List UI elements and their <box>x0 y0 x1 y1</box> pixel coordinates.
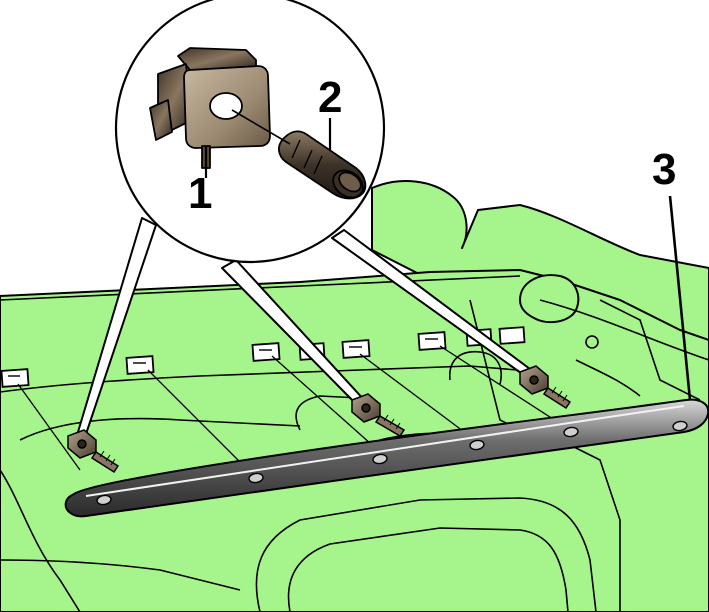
callout-1: 1 <box>188 169 212 218</box>
pin-part <box>278 130 367 200</box>
installed-clip-left <box>67 429 120 474</box>
molding-holes <box>96 420 688 506</box>
slot-to-molding-lines <box>17 345 571 471</box>
callout-3: 3 <box>652 145 676 194</box>
clip-part <box>149 47 271 169</box>
assembly-line <box>231 109 291 145</box>
door-inner-panel <box>0 269 709 612</box>
clip-slots <box>0 326 526 388</box>
callout-2: 2 <box>318 73 342 122</box>
mirror-housing <box>519 274 580 324</box>
leader-callout-3 <box>668 195 692 401</box>
detail-magnifier <box>114 0 386 264</box>
door-panel <box>0 180 709 612</box>
clip-hole <box>209 92 243 120</box>
installed-clip-middle <box>351 393 406 438</box>
clip-slot-marks <box>8 338 438 377</box>
installed-clip-right <box>519 365 572 410</box>
